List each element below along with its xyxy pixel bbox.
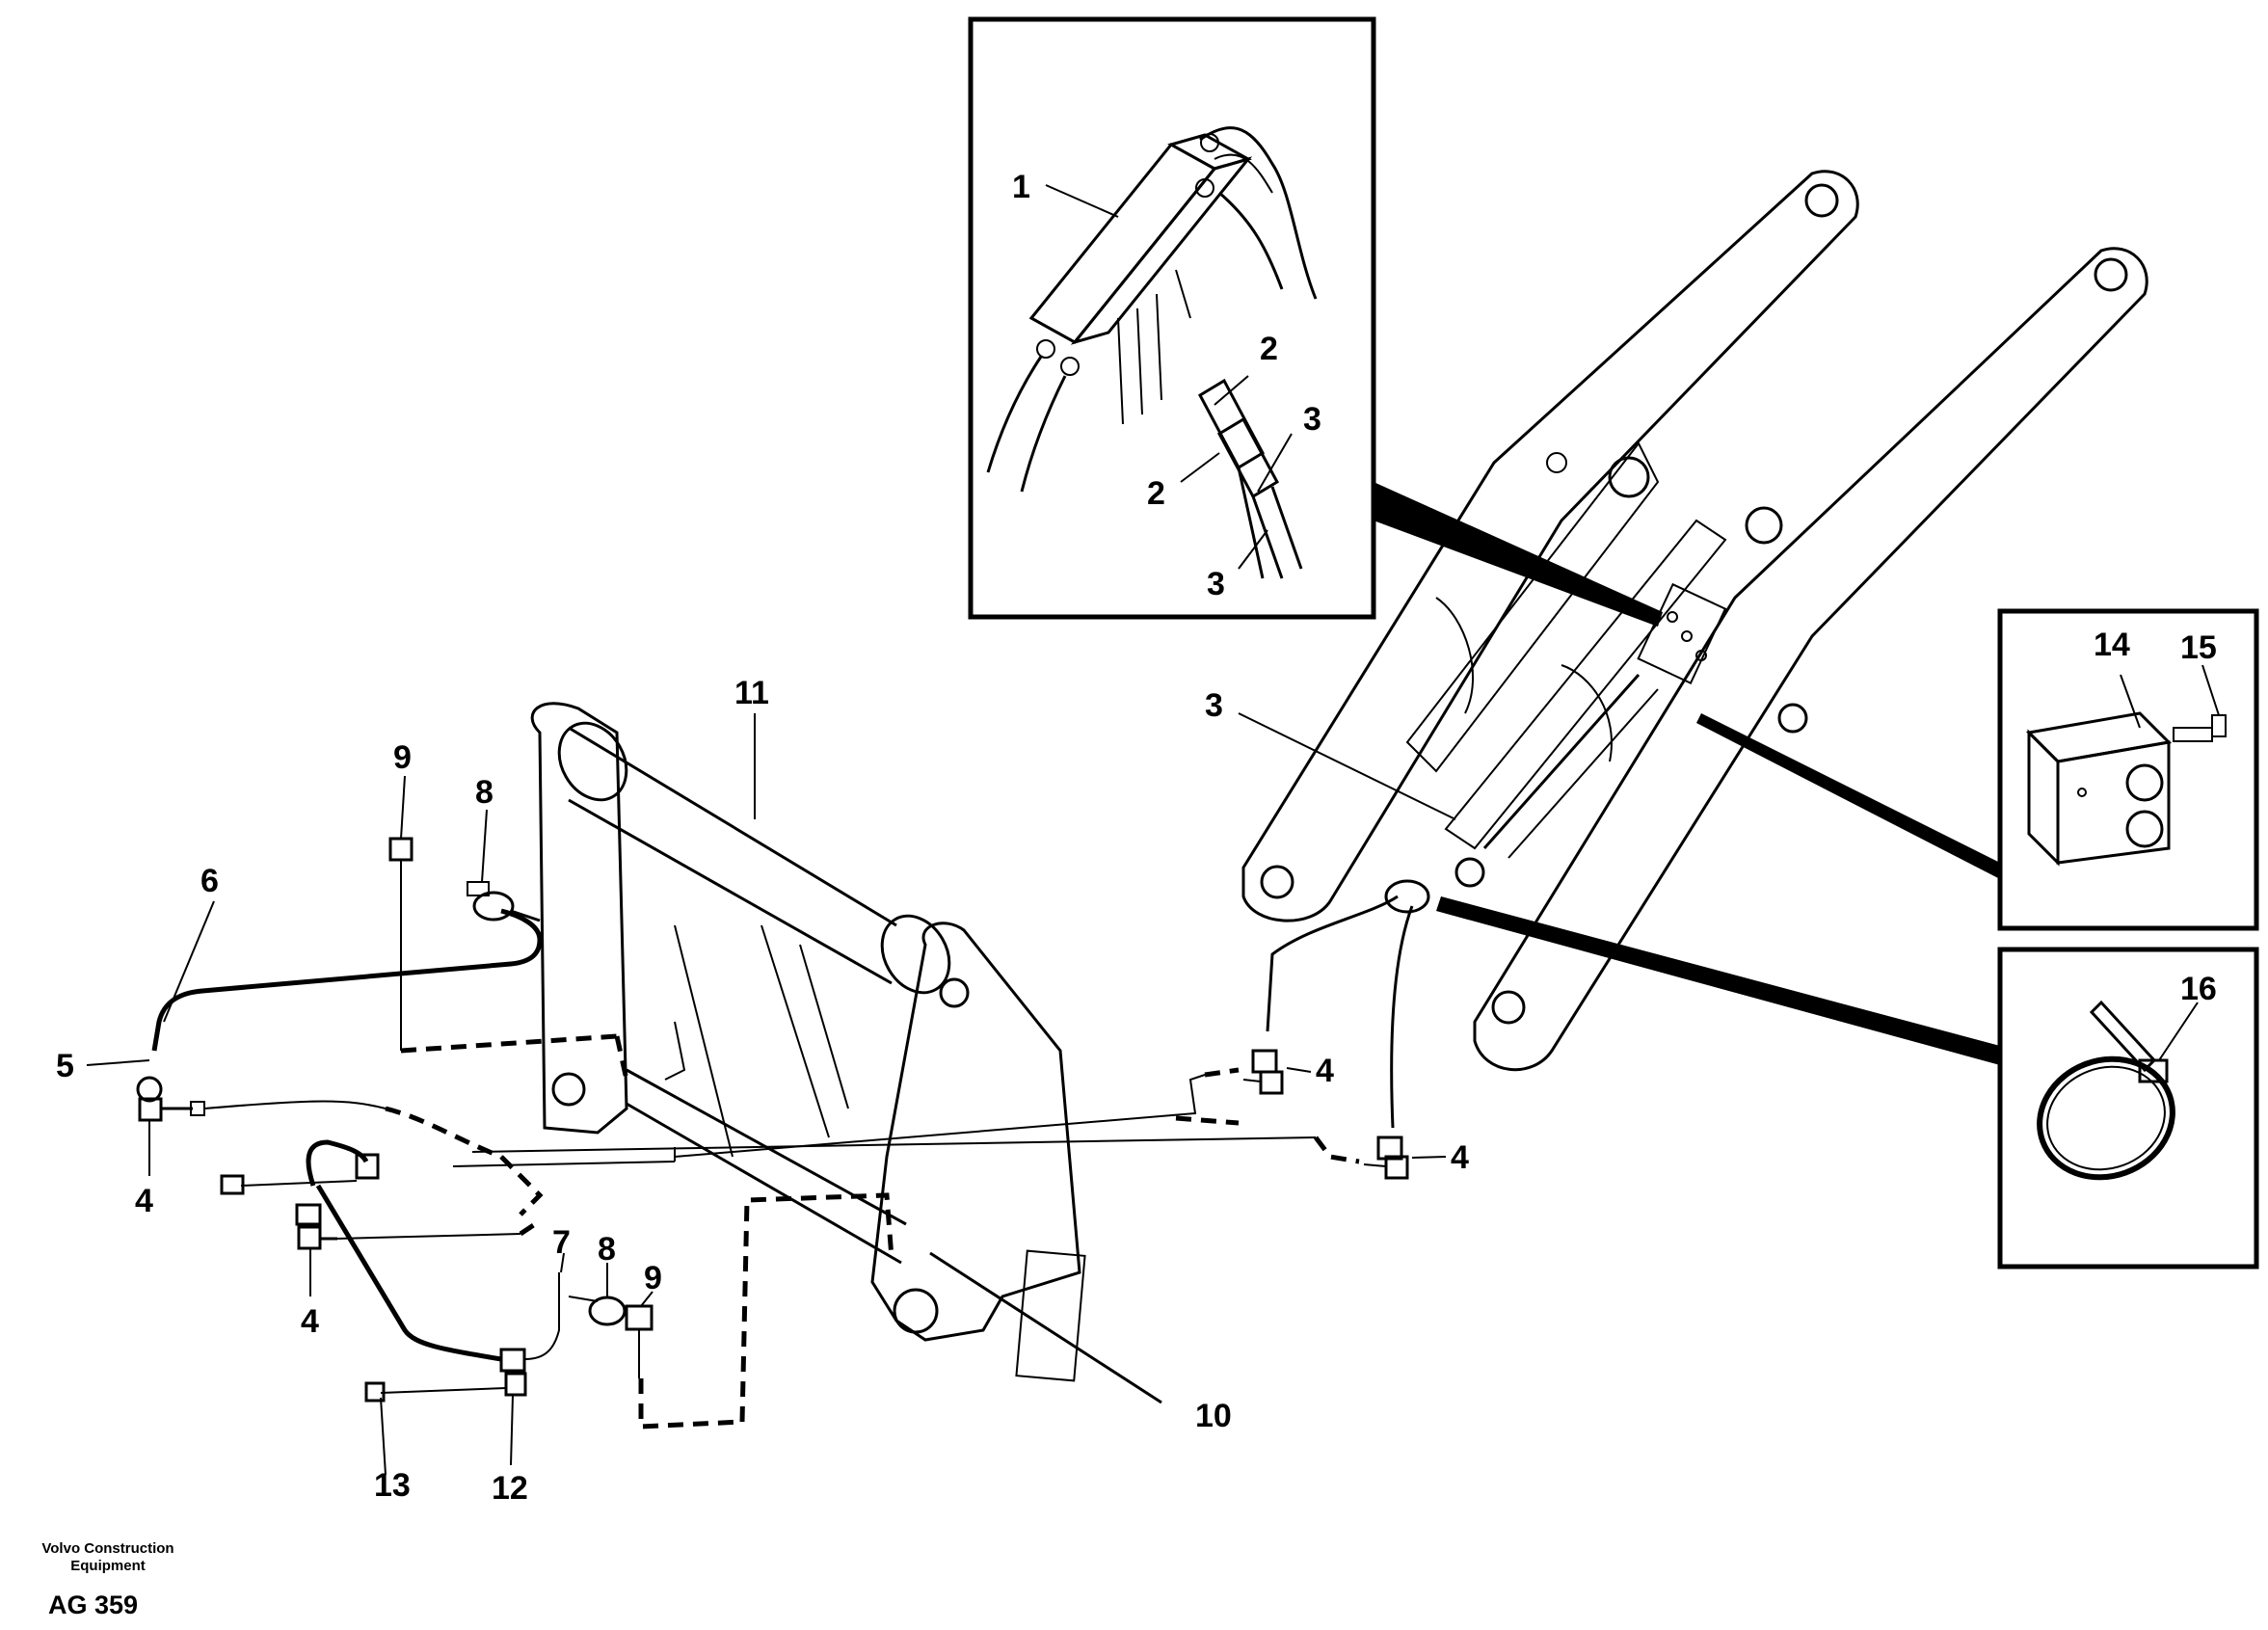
brand-line-2: Equipment (70, 1558, 146, 1574)
detail-box-distributor (968, 16, 1376, 620)
distributor-block-drawing (986, 126, 1318, 579)
callout-7: 7 (552, 1224, 571, 1261)
callout-6: 6 (200, 863, 219, 899)
callout-9: 9 (644, 1260, 662, 1296)
cable-tie-drawing (2037, 1000, 2175, 1181)
callout-4: 4 (135, 1183, 153, 1219)
callout-14: 14 (2094, 627, 2130, 663)
pointer-wedge-distributor (1374, 482, 1663, 627)
pointer-wedge-clamp (1696, 713, 2000, 879)
valve-bank-on-arm (1637, 582, 1727, 684)
attachment-bracket (530, 702, 1086, 1382)
callout-4: 4 (301, 1303, 319, 1340)
brand-line-1: Volvo Construction (41, 1540, 174, 1557)
callout-11: 11 (734, 675, 769, 711)
callout-1: 1 (1012, 169, 1030, 205)
callout-4: 4 (1316, 1053, 1334, 1089)
pointer-wedge-cable-tie (1436, 896, 2000, 1065)
callout-3: 3 (1303, 401, 1321, 438)
callout-12: 12 (492, 1470, 528, 1507)
clamp-drawing (2025, 711, 2227, 867)
diagram-code: AG 359 (48, 1590, 139, 1619)
callout-3: 3 (1205, 687, 1223, 724)
callout-9: 9 (393, 739, 412, 776)
callout-8: 8 (598, 1231, 616, 1268)
loader-arms (1241, 170, 2148, 1129)
brand-label: Volvo Construction Equipment (21, 1540, 195, 1575)
callout-15: 15 (2180, 629, 2217, 666)
callout-10: 10 (1195, 1398, 1232, 1434)
callout-8: 8 (475, 774, 494, 811)
callout-16: 16 (2180, 971, 2217, 1007)
detail-box-cable-tie (1997, 947, 2259, 1269)
hose-assembly (136, 837, 1409, 1430)
callout-2: 2 (1147, 475, 1165, 512)
callout-3: 3 (1207, 566, 1225, 602)
detail-box-clamp (1997, 608, 2259, 931)
callouts: 1 2 2 3 3 3 4 4 4 4 5 6 7 8 8 9 9 10 11 … (56, 169, 2217, 1507)
leader-lines (86, 184, 2220, 1476)
callout-4: 4 (1451, 1139, 1469, 1176)
callout-13: 13 (374, 1467, 411, 1504)
callout-5: 5 (56, 1048, 74, 1084)
callout-2: 2 (1260, 331, 1278, 367)
